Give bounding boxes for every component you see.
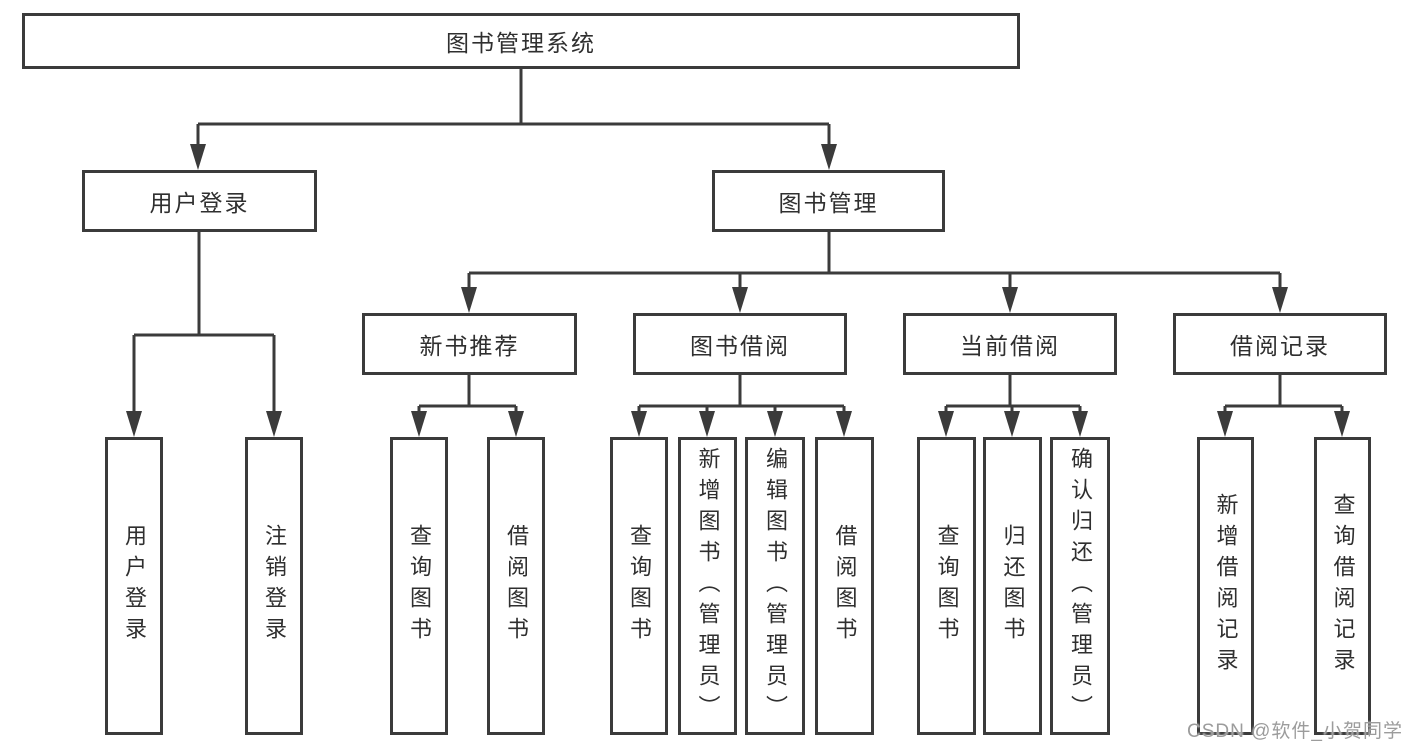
leaf-query-borrow-record-label: 查询借阅记录 <box>1330 493 1356 679</box>
leaf-confirm-return-admin: 确认归还（管理员） <box>1050 437 1110 735</box>
leaf-return-books-label: 归还图书 <box>1000 524 1026 648</box>
leaf-borrow-books-recommend: 借阅图书 <box>487 437 545 735</box>
leaf-logout-login: 注销登录 <box>245 437 303 735</box>
leaf-user-login: 用户登录 <box>105 437 163 735</box>
node-user-login-label: 用户登录 <box>149 190 250 216</box>
leaf-edit-book-admin: 编辑图书（管理员） <box>745 437 805 735</box>
node-book-management: 图书管理 <box>712 170 945 232</box>
leaf-confirm-return-admin-label: 确认归还（管理员） <box>1068 446 1093 726</box>
node-new-book-recommend-label: 新书推荐 <box>419 333 520 359</box>
leaf-query-books-borrow-label: 查询图书 <box>627 524 652 648</box>
node-borrow-records: 借阅记录 <box>1173 313 1387 375</box>
leaf-borrow-books: 借阅图书 <box>815 437 874 735</box>
leaf-add-book-admin-label: 新增图书（管理员） <box>695 446 721 726</box>
leaf-add-borrow-record-label: 新增借阅记录 <box>1213 493 1239 679</box>
leaf-query-borrow-record: 查询借阅记录 <box>1314 437 1371 735</box>
leaf-user-login-label: 用户登录 <box>122 524 147 648</box>
node-new-book-recommend: 新书推荐 <box>362 313 577 375</box>
leaf-add-borrow-record: 新增借阅记录 <box>1197 437 1254 735</box>
node-current-borrow: 当前借阅 <box>903 313 1117 375</box>
node-borrow-records-label: 借阅记录 <box>1230 333 1330 359</box>
node-book-borrow-label: 图书借阅 <box>690 333 790 359</box>
leaf-borrow-books-recommend-label: 借阅图书 <box>504 524 529 648</box>
leaf-query-books-recommend: 查询图书 <box>390 437 448 735</box>
node-book-management-label: 图书管理 <box>778 190 879 216</box>
node-root: 图书管理系统 <box>22 13 1020 69</box>
leaf-edit-book-admin-label: 编辑图书（管理员） <box>763 446 788 726</box>
leaf-query-books-borrow: 查询图书 <box>610 437 668 735</box>
node-book-borrow: 图书借阅 <box>633 313 847 375</box>
leaf-query-books-current: 查询图书 <box>917 437 976 735</box>
watermark: CSDN @软件_小贺同学 <box>1187 721 1403 742</box>
node-user-login: 用户登录 <box>82 170 317 232</box>
node-root-label: 图书管理系统 <box>446 30 596 56</box>
leaf-query-books-current-label: 查询图书 <box>934 524 960 648</box>
node-current-borrow-label: 当前借阅 <box>960 333 1060 359</box>
leaf-return-books: 归还图书 <box>983 437 1042 735</box>
leaf-add-book-admin: 新增图书（管理员） <box>678 437 737 735</box>
leaf-query-books-recommend-label: 查询图书 <box>407 524 432 648</box>
leaf-borrow-books-label: 借阅图书 <box>832 524 858 648</box>
leaf-logout-login-label: 注销登录 <box>262 524 287 648</box>
